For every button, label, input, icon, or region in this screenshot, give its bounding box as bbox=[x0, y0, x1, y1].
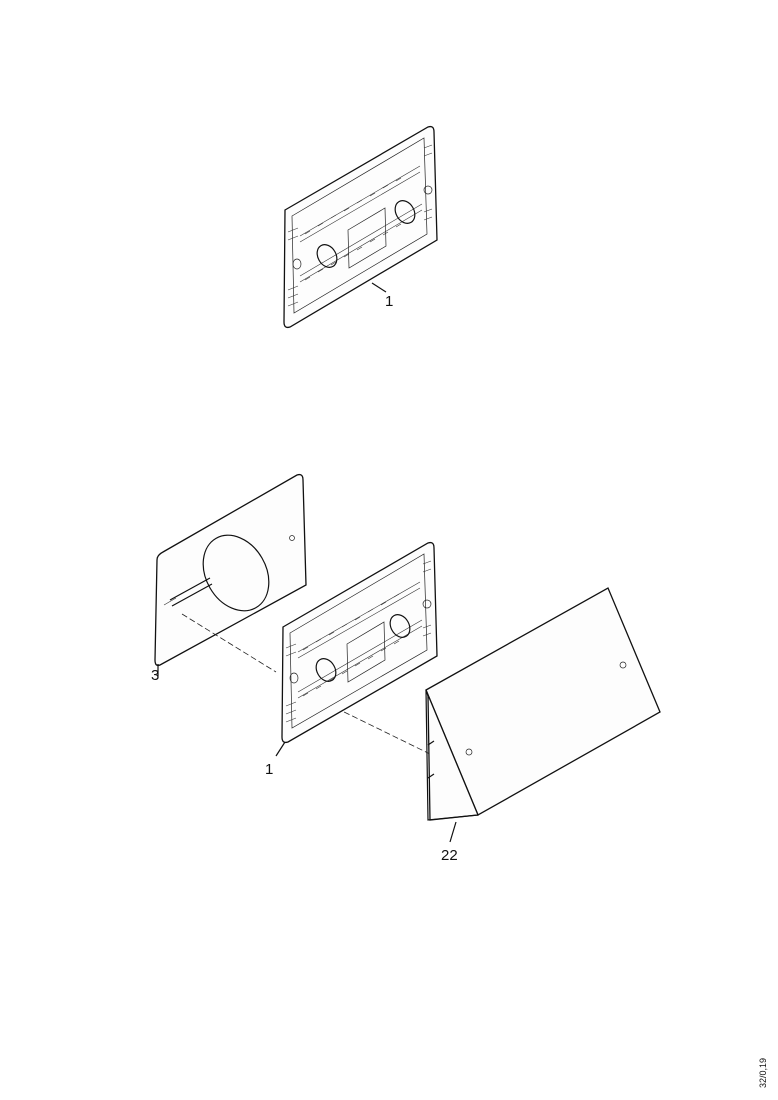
top-control-panel bbox=[283, 125, 438, 329]
cover-leader bbox=[449, 821, 457, 843]
top-panel-label: 1 bbox=[385, 293, 393, 310]
bottom-control-panel bbox=[281, 541, 438, 744]
assembly-line-left bbox=[181, 613, 277, 673]
bottom-panel-leader bbox=[275, 741, 286, 757]
reference-code: 32/0,19 bbox=[758, 1058, 768, 1088]
back-plate-label: 3 bbox=[151, 667, 159, 684]
back-plate bbox=[154, 473, 307, 667]
assembly-line-right bbox=[335, 707, 431, 755]
cover-label: 22 bbox=[441, 847, 458, 864]
cover-housing bbox=[425, 587, 661, 821]
bottom-panel-label: 1 bbox=[265, 761, 273, 778]
